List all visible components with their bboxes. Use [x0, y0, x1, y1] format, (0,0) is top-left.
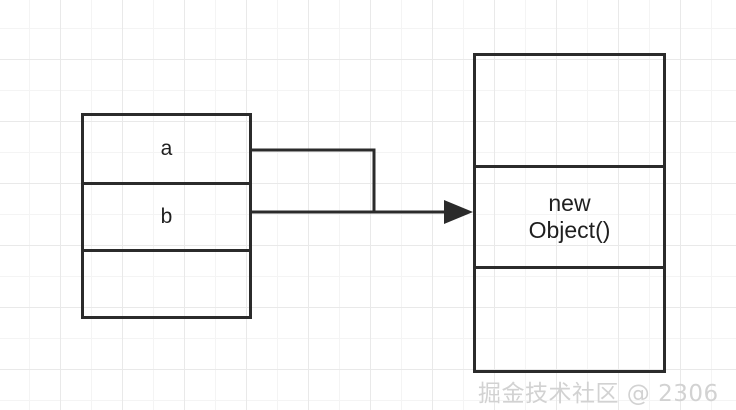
variable-row-empty	[84, 249, 249, 319]
watermark-text: 掘金技术社区 @ 2306	[478, 381, 719, 407]
variable-row-b: b	[84, 182, 249, 249]
connector-a-to-object	[252, 148, 376, 212]
heap-object-box: new Object()	[473, 53, 666, 373]
arrowhead-icon	[444, 200, 473, 224]
heap-object-row-bottom	[476, 266, 663, 373]
variable-label-b: b	[160, 204, 173, 228]
variable-label-a: a	[160, 136, 173, 160]
heap-object-row-top	[476, 56, 663, 165]
heap-object-row-main: new Object()	[476, 165, 663, 266]
variable-row-a: a	[84, 116, 249, 182]
variable-table-box: a b	[81, 113, 252, 319]
heap-object-label-line2: Object()	[528, 217, 611, 243]
heap-object-label-line1: new	[548, 189, 591, 216]
heap-object-label-main: new Object()	[529, 190, 611, 244]
